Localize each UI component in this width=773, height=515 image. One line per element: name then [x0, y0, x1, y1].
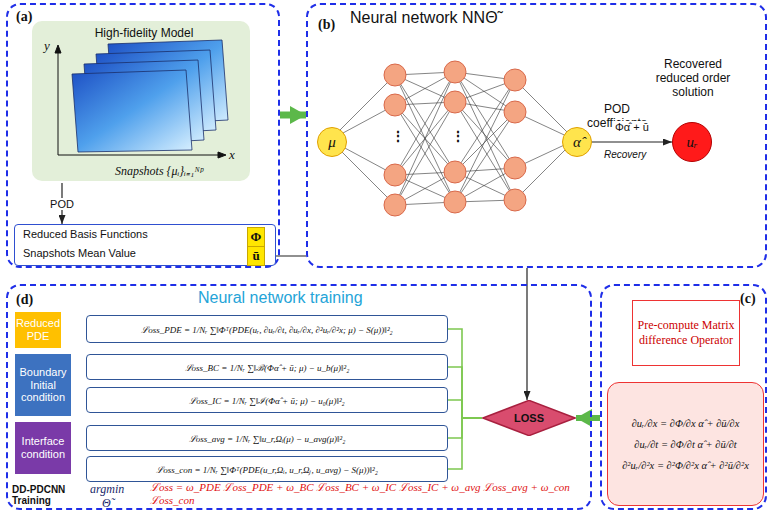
axis-label: y	[44, 38, 50, 54]
loss-box-text: ℒoss_avg = 1/Nᵣ ∑‖u_r,Ωᵢ(μ) − u_avg(μ)‖²…	[189, 432, 346, 445]
solution-circle: uᵣRecovered reduced order solution	[672, 122, 712, 162]
text-stack: μ	[318, 128, 346, 156]
basis-box-text: Reduced Basis Functions	[23, 228, 148, 240]
loss-diamond-text: LOSS	[514, 412, 544, 424]
equation-box-text: ∂uᵣ/∂t = ∂Φ/∂t α̂ + ∂ū/∂t	[634, 439, 737, 450]
text-stack: ℒoss_BC = 1/Nᵣ ∑‖ℬ(Φα̂ + ū; μ) − u_b(μ)‖…	[91, 357, 443, 377]
panel-b: (b) Neural network NNΘ̃ μ α̂POD coefficient…	[306, 3, 767, 268]
solution-circle-text: Recovered reduced order solution	[647, 57, 739, 99]
text-stack: ū	[248, 247, 264, 265]
output-circle: α̂POD coefficients	[562, 127, 592, 157]
input-circle-text: μ	[328, 134, 336, 151]
snapshot-box: High-fidelity ModelSnapshots {μᵢ}ᵢ₌₁ᴺᵖ	[34, 23, 252, 183]
equation-box-text: ∂²uᵣ/∂²x = ∂²Φ/∂²x α̂ + ∂²ū/∂²x	[622, 460, 749, 471]
category-tag-text: Interface condition	[17, 435, 69, 460]
connector	[526, 268, 527, 400]
argmin-label: argmin	[90, 482, 124, 497]
category-tag: Interface condition	[15, 422, 71, 474]
text-stack: ℒoss_avg = 1/Nᵣ ∑‖u_r,Ωᵢ(μ) − u_avg(μ)‖²…	[91, 428, 443, 448]
text-stack: ℒoss_PDE = 1/Nᵣ ∑‖Φᵀ(PDE(uᵣ, ∂uᵣ/∂t, ∂uᵣ…	[91, 318, 443, 340]
axis-label: x	[229, 147, 235, 163]
text-stack: ∂uᵣ/∂x = ∂Φ/∂x α̂ + ∂ū/∂x ∂uᵣ/∂t = ∂Φ/∂t …	[612, 387, 759, 501]
training-label: DD-PDCNN Training	[12, 484, 86, 506]
snapshot-layers	[72, 40, 228, 152]
loss-box-text: ℒoss_PDE = 1/Nᵣ ∑‖Φᵀ(PDE(uᵣ, ∂uᵣ/∂t, ∂uᵣ…	[141, 323, 392, 336]
loss-diamond: LOSS	[482, 400, 576, 436]
connector	[448, 400, 482, 418]
connector	[448, 418, 482, 438]
loss-box: ℒoss_BC = 1/Nᵣ ∑‖ℬ(Φα̂ + ū; μ) − u_b(μ)‖…	[86, 354, 448, 380]
connector	[448, 329, 482, 418]
connector	[592, 141, 672, 142]
connector	[448, 418, 482, 469]
text-stack: Reduced PDE	[17, 314, 59, 346]
snapshot-ground	[32, 21, 250, 181]
loss-box: ℒoss_IC = 1/Nᵣ ∑‖ℐ(Φα̂ + ū; μ) − u₀(μ)‖²…	[86, 387, 448, 413]
panel-a-text: (a)	[16, 9, 32, 25]
edge-label: Φα̂ + ū	[613, 121, 651, 133]
symbol-box-text: Φ	[251, 229, 262, 245]
category-tag: Boundary Initial condition	[15, 354, 71, 416]
connector	[576, 415, 600, 421]
axes	[55, 45, 226, 158]
ellipsis: ⋮	[391, 128, 405, 144]
snapshot-box-text: High-fidelity Model	[64, 26, 224, 40]
panel-c: (c) Pre-compute Matrix difference Operato…	[600, 284, 767, 510]
neural-network	[330, 61, 575, 216]
panel-b-text: (b)	[318, 17, 335, 33]
panel-d-text: (d)	[16, 292, 33, 308]
basis-box-text: Snapshots Mean Value	[23, 247, 136, 259]
connector	[280, 112, 306, 119]
text-stack: uᵣ	[673, 123, 711, 161]
loss-box: ℒoss_PDE = 1/Nᵣ ∑‖Φᵀ(PDE(uᵣ, ∂uᵣ/∂t, ∂uᵣ…	[86, 315, 448, 343]
panel-d: (d) Neural network trainingReduced PDE ℒos…	[6, 284, 592, 510]
category-tag: Reduced PDE	[15, 312, 61, 348]
recovery-label: Recovery	[604, 149, 646, 160]
equation-box: ∂uᵣ/∂x = ∂Φ/∂x α̂ + ∂ū/∂x ∂uᵣ/∂t = ∂Φ/∂t …	[607, 382, 764, 506]
ellipsis: ⋮	[451, 128, 465, 144]
text-stack: ℒoss_IC = 1/Nᵣ ∑‖ℐ(Φα̂ + ū; μ) − u₀(μ)‖²…	[91, 390, 443, 410]
text-stack: Φ	[248, 228, 264, 246]
panel-c-text: (c)	[740, 291, 756, 307]
text-stack: α̂	[563, 128, 591, 156]
text-stack: ℒoss_con = 1/Nᵣ ∑‖Φᵀ(PDE(u_r,Ωᵢ, u_r,Ωⱼ,…	[91, 459, 443, 479]
edge-label: POD	[48, 198, 76, 210]
basis-box: Reduced Basis FunctionsSnapshots Mean Va…	[14, 224, 276, 266]
text-stack: Interface condition	[17, 424, 69, 472]
text-stack: LOSS	[482, 400, 576, 436]
text-stack: Pre-compute Matrix difference Operator	[637, 305, 735, 361]
loss-formula: ℒoss = ω_PDE ℒoss_PDE + ω_BC ℒoss_BC + ω…	[150, 481, 588, 507]
equation-box-text: ∂uᵣ/∂x = ∂Φ/∂x α̂ + ∂ū/∂x	[632, 418, 740, 429]
loss-box-text: ℒoss_BC = 1/Nᵣ ∑‖ℬ(Φα̂ + ū; μ) − u_b(μ)‖…	[185, 361, 350, 374]
panel-d-text: Neural network training	[198, 289, 363, 307]
loss-box-text: ℒoss_con = 1/Nᵣ ∑‖Φᵀ(PDE(u_r,Ωᵢ, u_r,Ωⱼ,…	[156, 463, 378, 476]
symbol-box: ū	[247, 246, 265, 266]
solution-circle-text: uᵣ	[686, 134, 697, 151]
category-tag-text: Reduced PDE	[16, 317, 60, 342]
snapshot-box-text: Snapshots {μᵢ}ᵢ₌₁ᴺᵖ	[74, 162, 244, 179]
operator-box: Pre-compute Matrix difference Operator	[632, 300, 740, 366]
loss-box: ℒoss_avg = 1/Nᵣ ∑‖u_r,Ωᵢ(μ) − u_avg(μ)‖²…	[86, 425, 448, 451]
category-tag-text: Boundary Initial condition	[17, 366, 69, 404]
connector	[448, 367, 482, 418]
loss-box: ℒoss_con = 1/Nᵣ ∑‖Φᵀ(PDE(u_r,Ωᵢ, u_r,Ωⱼ,…	[86, 456, 448, 482]
panel-b-text: Neural network NNΘ̃	[350, 9, 498, 27]
text-stack: Boundary Initial condition	[17, 356, 69, 414]
argmin-label: Θ̃	[102, 496, 111, 511]
operator-box-text: Pre-compute Matrix difference Operator	[637, 318, 735, 348]
loss-box-text: ℒoss_IC = 1/Nᵣ ∑‖ℐ(Φα̂ + ū; μ) − u₀(μ)‖²…	[189, 394, 344, 407]
symbol-box-text: ū	[252, 248, 259, 264]
input-circle: μ	[317, 127, 347, 157]
output-circle-text: α̂	[573, 134, 581, 151]
symbol-box: Φ	[247, 227, 265, 247]
